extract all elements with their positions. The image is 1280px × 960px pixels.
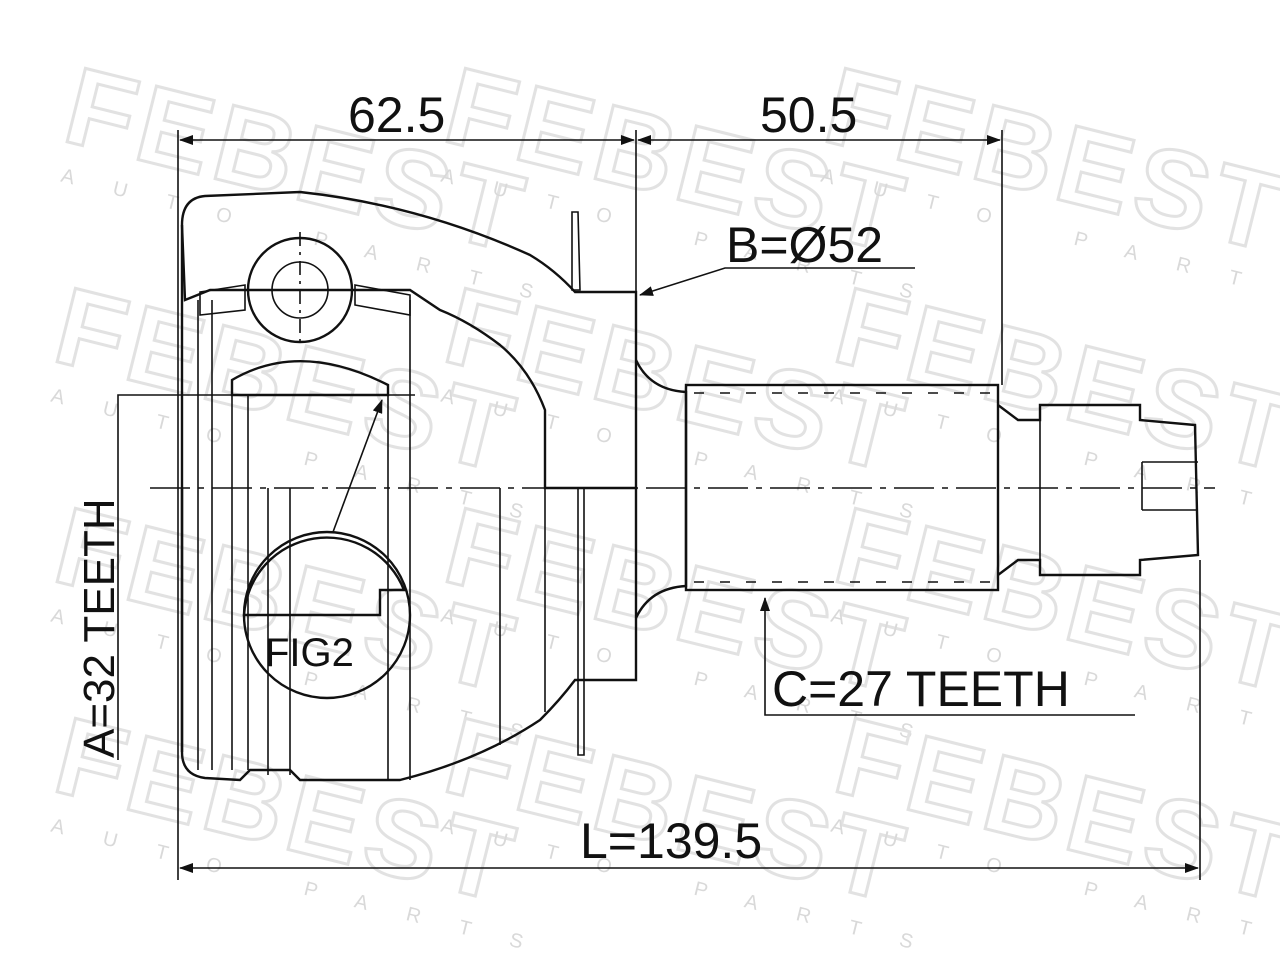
- inner-race-section: [230, 360, 390, 397]
- dim-total-length: L=139.5: [580, 813, 762, 869]
- dim-inner-spline-leader: [117, 394, 215, 760]
- dim-shaft-length: 50.5: [760, 87, 857, 143]
- fig2-detail: FIG2: [242, 399, 412, 700]
- cv-joint-body: [150, 190, 1215, 782]
- dim-seal-leader: [639, 267, 915, 296]
- seal-flange: [571, 211, 585, 756]
- dimension-lines: 62.5 50.5 L=139.5 B=Ø52 C=27 TEETH A=32 …: [75, 87, 1201, 880]
- dim-seal-diameter: B=Ø52: [726, 217, 883, 273]
- dim-inner-spline: A=32 TEETH: [75, 498, 124, 758]
- housing-outline-lower: [180, 488, 638, 782]
- fig2-label: FIG2: [265, 631, 354, 675]
- fig2-leader: [332, 399, 383, 533]
- fig2-hatched-section: [242, 536, 406, 617]
- dim-outer-length: 62.5: [348, 87, 445, 143]
- housing-section-upper: [180, 190, 638, 490]
- dim-outer-spline: C=27 TEETH: [772, 661, 1070, 717]
- dim-outer-spline-leader: [760, 597, 1135, 716]
- cage-section: [199, 284, 411, 316]
